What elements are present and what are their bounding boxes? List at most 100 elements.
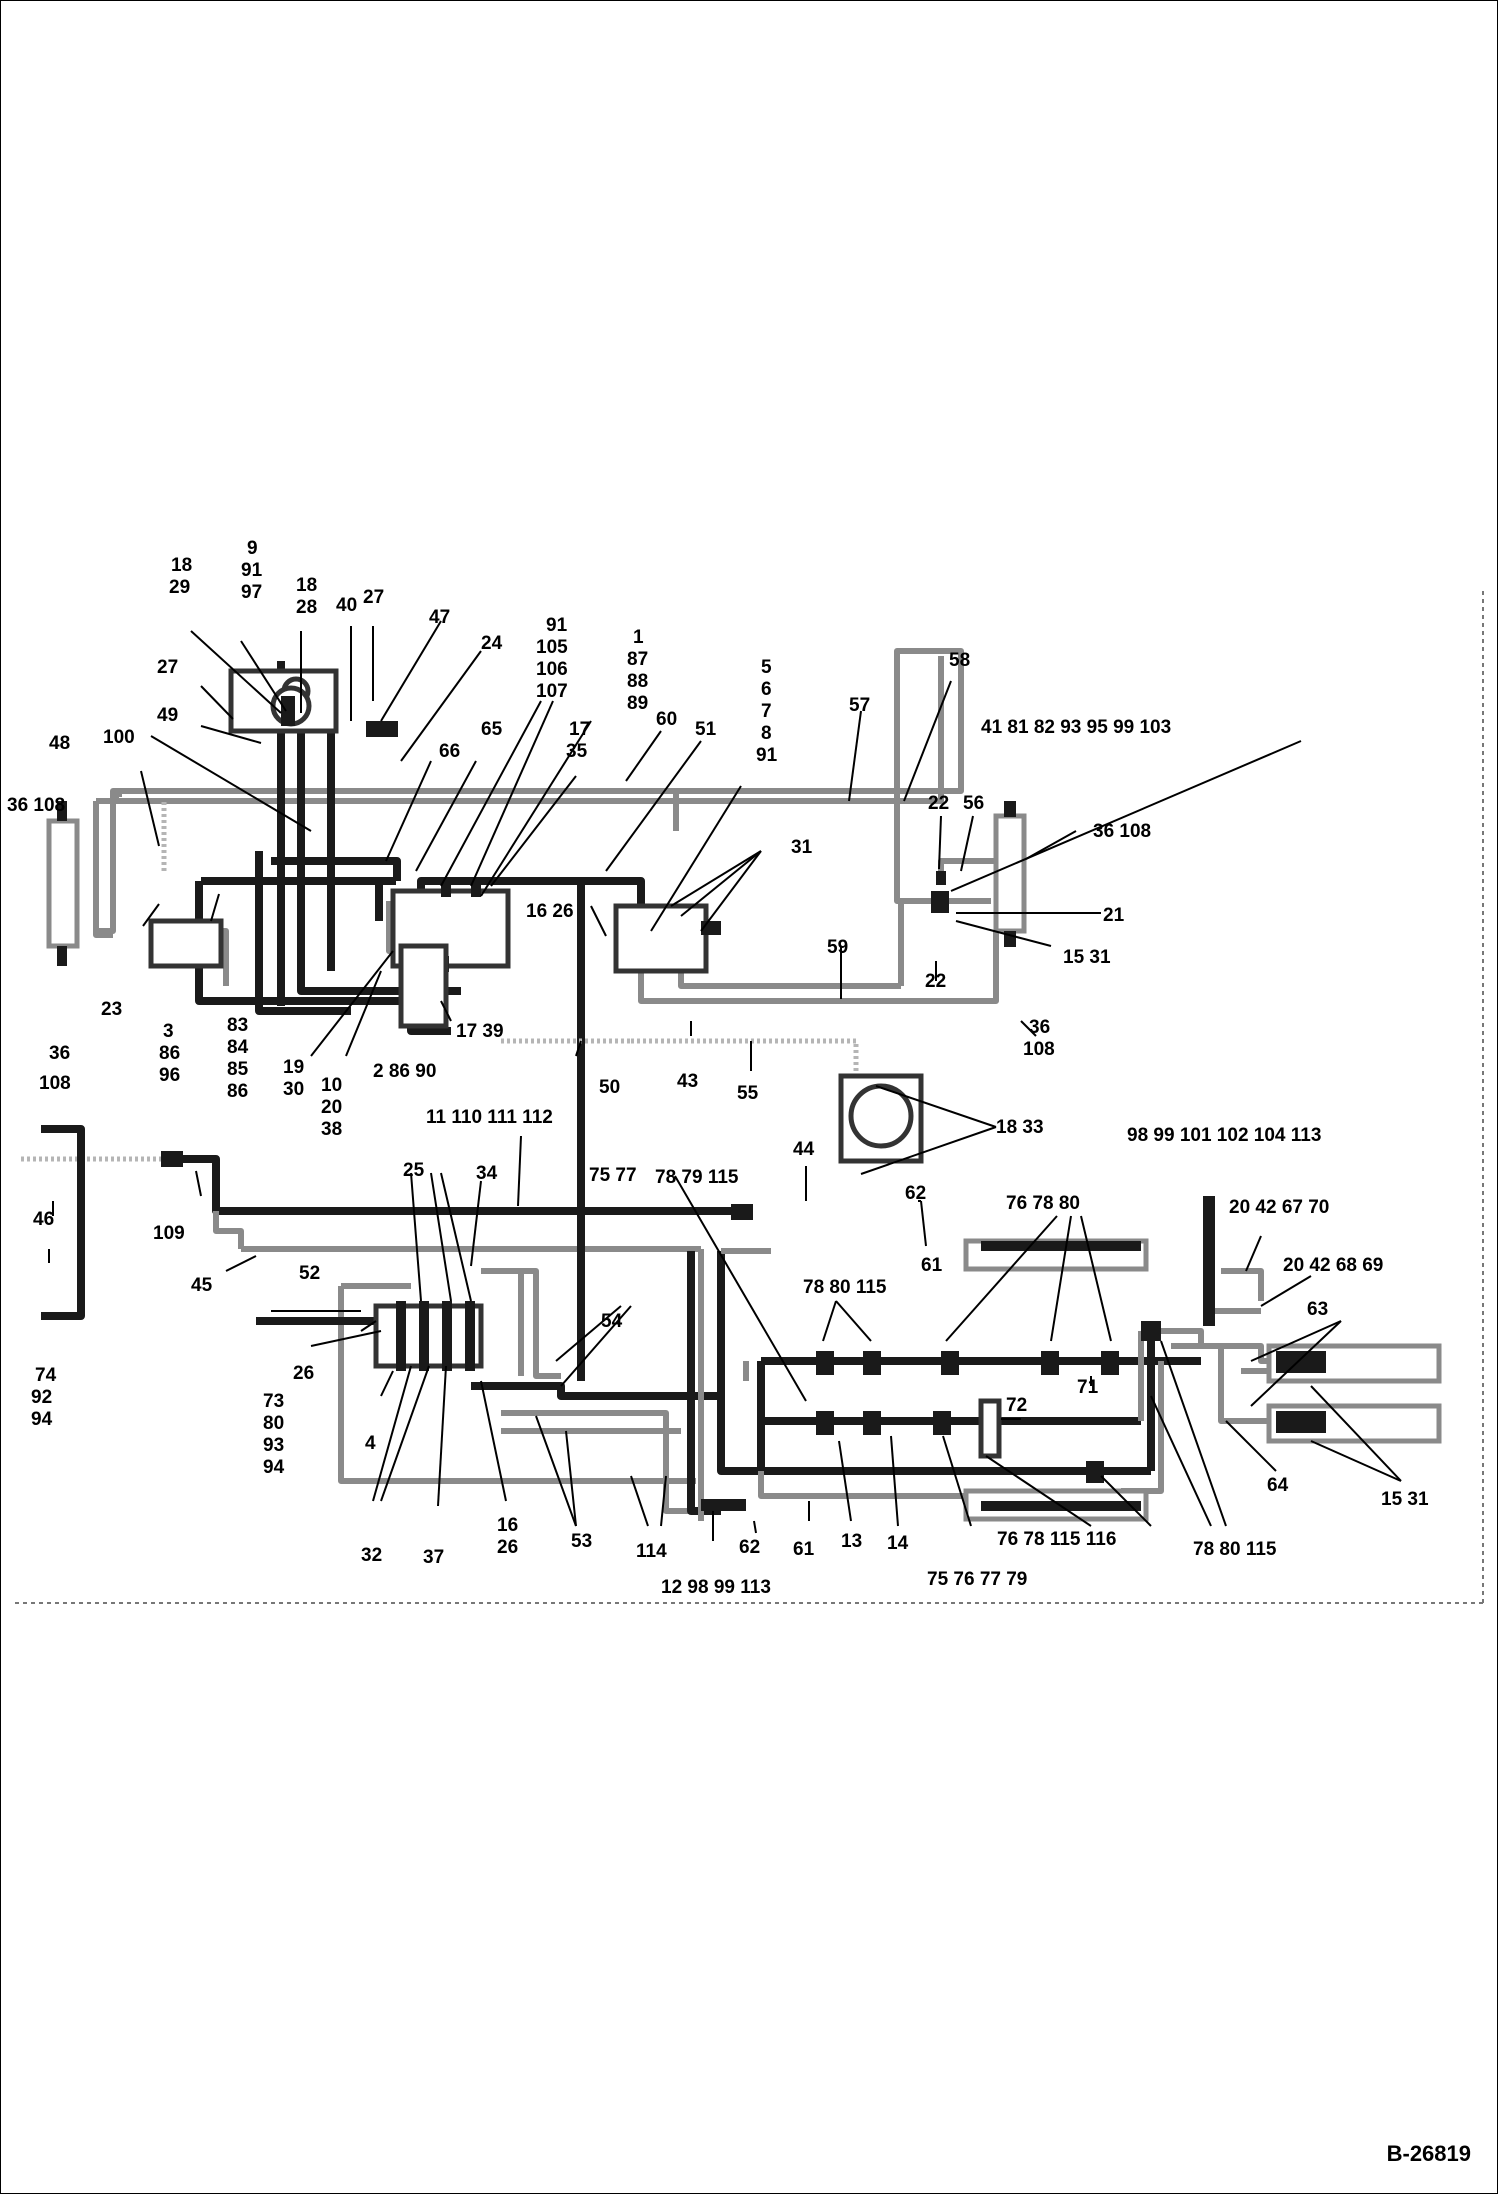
- callout-58: 58: [949, 650, 970, 671]
- callout-31: 31: [791, 837, 813, 858]
- clamp-e: [1101, 1351, 1119, 1375]
- divider-valve: [613, 903, 709, 974]
- callout-60: 60: [656, 709, 677, 730]
- callout-line: 108: [39, 1073, 71, 1094]
- callout-line: 26: [497, 1537, 518, 1558]
- callout-line: 89: [627, 693, 648, 714]
- callout-line: 30: [283, 1079, 304, 1100]
- callout-15-31-upper: 15 31: [1063, 947, 1111, 968]
- callout-2-86-90: 2 86 90: [373, 1061, 436, 1082]
- cylinder-top-rod: [981, 1241, 1141, 1251]
- callout-9-91-97: 9: [247, 538, 258, 559]
- callout-114: 114: [636, 1541, 667, 1562]
- callout-78-80-115-mid: 78 80 115: [803, 1277, 887, 1298]
- callout-21: 21: [1103, 905, 1125, 926]
- callout-66: 66: [439, 741, 460, 762]
- cooler-left-bottom-fitting: [57, 946, 67, 966]
- callout-line: 94: [263, 1457, 285, 1478]
- callout-71: 71: [1077, 1377, 1099, 1398]
- callout-13: 13: [841, 1531, 862, 1552]
- callout-23: 23: [101, 999, 122, 1020]
- callout-line: 87: [627, 649, 648, 670]
- callout-100: 100: [103, 727, 135, 748]
- control-valve-port-b: [471, 881, 481, 897]
- callout-line: 29: [169, 577, 190, 598]
- callout-109: 109: [153, 1223, 185, 1244]
- callout-line: 97: [241, 582, 262, 603]
- fan-wheel: [848, 1083, 914, 1149]
- clamp-j: [1141, 1321, 1161, 1341]
- callout-line: 86: [227, 1081, 248, 1102]
- clamp-h: [933, 1411, 951, 1435]
- callout-line: 28: [296, 597, 317, 618]
- callout-43: 43: [677, 1071, 698, 1092]
- clamp-d: [1041, 1351, 1059, 1375]
- lower-components: [41, 1125, 1442, 1522]
- callout-14: 14: [887, 1533, 909, 1554]
- callout-18-29: 18: [171, 555, 192, 576]
- callout-53: 53: [571, 1531, 592, 1552]
- callout-line: 38: [321, 1119, 342, 1140]
- clamp-c: [941, 1351, 959, 1375]
- clamp-f: [816, 1411, 834, 1435]
- callout-line: 105: [536, 637, 568, 658]
- callout-52: 52: [299, 1263, 320, 1284]
- callout-72: 72: [1006, 1395, 1027, 1416]
- clamp-g: [863, 1411, 881, 1435]
- callout-48: 48: [49, 733, 70, 754]
- callout-22-bottom: 22: [925, 971, 946, 992]
- callout-37: 37: [423, 1547, 444, 1568]
- callout-46: 46: [33, 1209, 54, 1230]
- callout-line: 108: [1023, 1039, 1055, 1060]
- callout-61-lower: 61: [793, 1539, 815, 1560]
- callout-75-77: 75 77: [589, 1165, 637, 1186]
- callout-24: 24: [481, 633, 503, 654]
- clamp-i: [1086, 1461, 1104, 1483]
- callout-18-33: 18 33: [996, 1117, 1044, 1138]
- clamp-k: [701, 1499, 746, 1511]
- leader-lines: [48, 620, 1402, 1541]
- callout-16-26-upper: 16 26: [526, 901, 574, 922]
- upper-components: [46, 668, 1027, 1164]
- callout-4: 4: [365, 1433, 376, 1454]
- callout-25: 25: [403, 1160, 425, 1181]
- coupler-right: [731, 1204, 753, 1220]
- callout-62-upper: 62: [905, 1183, 926, 1204]
- callout-line: 88: [627, 671, 648, 692]
- callout-15-31-lower: 15 31: [1381, 1489, 1429, 1510]
- callout-84-85-86: 84: [227, 1037, 249, 1058]
- callout-3-86-96: 3: [163, 1021, 174, 1042]
- callout-47: 47: [429, 607, 450, 628]
- callout-line: 8: [761, 723, 772, 744]
- callout-61-upper: 61: [921, 1255, 943, 1276]
- callout-56: 56: [963, 793, 984, 814]
- callout-line: 94: [31, 1409, 53, 1430]
- valve-block-small: [148, 918, 224, 969]
- callout-27-top: 27: [363, 587, 384, 608]
- callout-78-80-115-lower: 78 80 115: [1193, 1539, 1277, 1560]
- pump-fitting: [281, 696, 295, 726]
- callout-50: 50: [599, 1077, 620, 1098]
- callout-27-left: 27: [157, 657, 178, 678]
- callout-17-35: 17: [569, 719, 590, 740]
- callout-76-78-80: 76 78 80: [1006, 1193, 1080, 1214]
- callout-59: 59: [827, 937, 848, 958]
- callout-line: 91: [241, 560, 263, 581]
- callout-line: 92: [31, 1387, 52, 1408]
- check-valve-top: [936, 871, 946, 885]
- check-valve-21: [931, 891, 949, 913]
- filter-head: [366, 721, 398, 737]
- callout-line: 106: [536, 659, 568, 680]
- callout-63: 63: [1307, 1299, 1328, 1320]
- callout-line: 107: [536, 681, 568, 702]
- callout-12-98-99-113: 12 98 99 113: [661, 1577, 771, 1598]
